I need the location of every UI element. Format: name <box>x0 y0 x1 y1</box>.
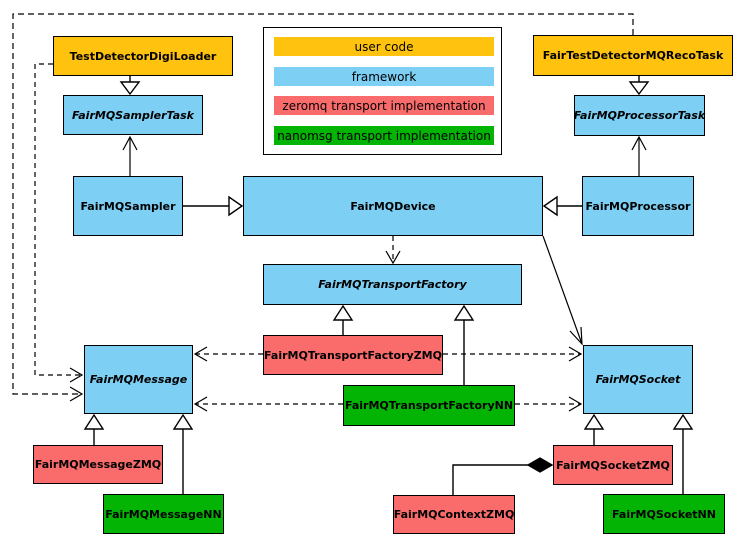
composition-diamond-icon <box>526 457 554 473</box>
node-fairmq-socket-nn: FairMQSocketNN <box>603 494 725 534</box>
node-fairmq-transport-factory: FairMQTransportFactory <box>263 264 522 305</box>
inheritance-arrowhead-icon <box>583 413 605 430</box>
node-fairmq-processor-task: FairMQProcessorTask <box>574 95 705 136</box>
open-arrowhead-icon <box>568 396 583 412</box>
node-fairmq-device: FairMQDevice <box>243 176 543 236</box>
edge-socketnn-inherits-socket <box>672 413 694 494</box>
inheritance-arrowhead-icon <box>672 413 694 430</box>
node-fairmq-sampler-task: FairMQSamplerTask <box>63 95 203 135</box>
edge-factorynn-inherits-factory <box>453 304 475 385</box>
edge-sampler-uses-samplertask <box>122 135 138 176</box>
edge-sampler-inherits-device <box>183 195 244 217</box>
node-fairmq-message-nn: FairMQMessageNN <box>103 494 224 534</box>
edge-messagezmq-inherits-message <box>83 413 105 445</box>
legend-framework: framework <box>274 67 494 86</box>
node-fairmq-transport-factory-nn: FairMQTransportFactoryNN <box>343 385 515 426</box>
open-arrowhead-icon <box>568 346 583 362</box>
inheritance-arrowhead-icon <box>453 304 475 321</box>
legend: user code framework zeromq transport imp… <box>263 27 502 155</box>
edge-messagenn-inherits-message <box>172 413 194 494</box>
inheritance-arrowhead-icon <box>172 413 194 430</box>
edge-factoryzmq-inherits-factory <box>332 304 354 335</box>
legend-zeromq: zeromq transport implementation <box>274 96 494 115</box>
inheritance-arrowhead-icon <box>119 81 141 96</box>
inheritance-arrowhead-icon <box>628 81 650 96</box>
node-fairmq-socket-zmq: FairMQSocketZMQ <box>553 445 673 485</box>
edge-device-depends-factory <box>385 236 401 265</box>
edge-socketzmq-owns-contextzmq <box>452 457 554 495</box>
node-fairmq-message: FairMQMessage <box>84 345 193 414</box>
edge-digiloader-inherits-samplertask <box>119 76 141 96</box>
open-arrowhead-icon <box>631 135 647 151</box>
open-arrowhead-icon <box>569 326 583 346</box>
edge-processor-uses-processortask <box>631 135 647 176</box>
edge-factorynn-creates-socket <box>515 396 583 412</box>
node-fairmq-processor: FairMQProcessor <box>582 176 694 236</box>
edge-factoryzmq-creates-socket <box>443 346 583 362</box>
inheritance-arrowhead-icon <box>83 413 105 430</box>
node-fairmq-transport-factory-zmq: FairMQTransportFactoryZMQ <box>263 335 443 375</box>
open-arrowhead-icon <box>69 386 84 402</box>
open-arrowhead-icon <box>193 396 208 412</box>
node-test-detector-digi-loader: TestDetectorDigiLoader <box>53 36 233 76</box>
inheritance-arrowhead-icon <box>542 195 558 217</box>
inheritance-arrowhead-icon <box>332 304 354 321</box>
legend-user-code: user code <box>274 37 494 56</box>
edge-processor-inherits-device <box>542 195 582 217</box>
open-arrowhead-icon <box>385 250 401 265</box>
node-fairmq-socket: FairMQSocket <box>583 345 693 414</box>
node-fairmq-message-zmq: FairMQMessageZMQ <box>33 445 163 484</box>
edge-recotask-inherits-processortask <box>628 76 650 96</box>
edge-device-uses-socket <box>542 235 583 346</box>
open-arrowhead-icon <box>69 367 84 383</box>
node-fair-test-detector-mq-reco-task: FairTestDetectorMQRecoTask <box>533 35 733 76</box>
legend-nanomsg: nanomsg transport implementation <box>274 126 494 145</box>
edge-factoryzmq-creates-message <box>193 346 263 362</box>
node-fairmq-sampler: FairMQSampler <box>73 176 183 236</box>
open-arrowhead-icon <box>193 346 208 362</box>
node-fairmq-context-zmq: FairMQContextZMQ <box>393 495 515 534</box>
inheritance-arrowhead-icon <box>228 195 244 217</box>
open-arrowhead-icon <box>122 135 138 151</box>
edge-factorynn-creates-message <box>193 396 343 412</box>
edge-socketzmq-inherits-socket <box>583 413 605 445</box>
